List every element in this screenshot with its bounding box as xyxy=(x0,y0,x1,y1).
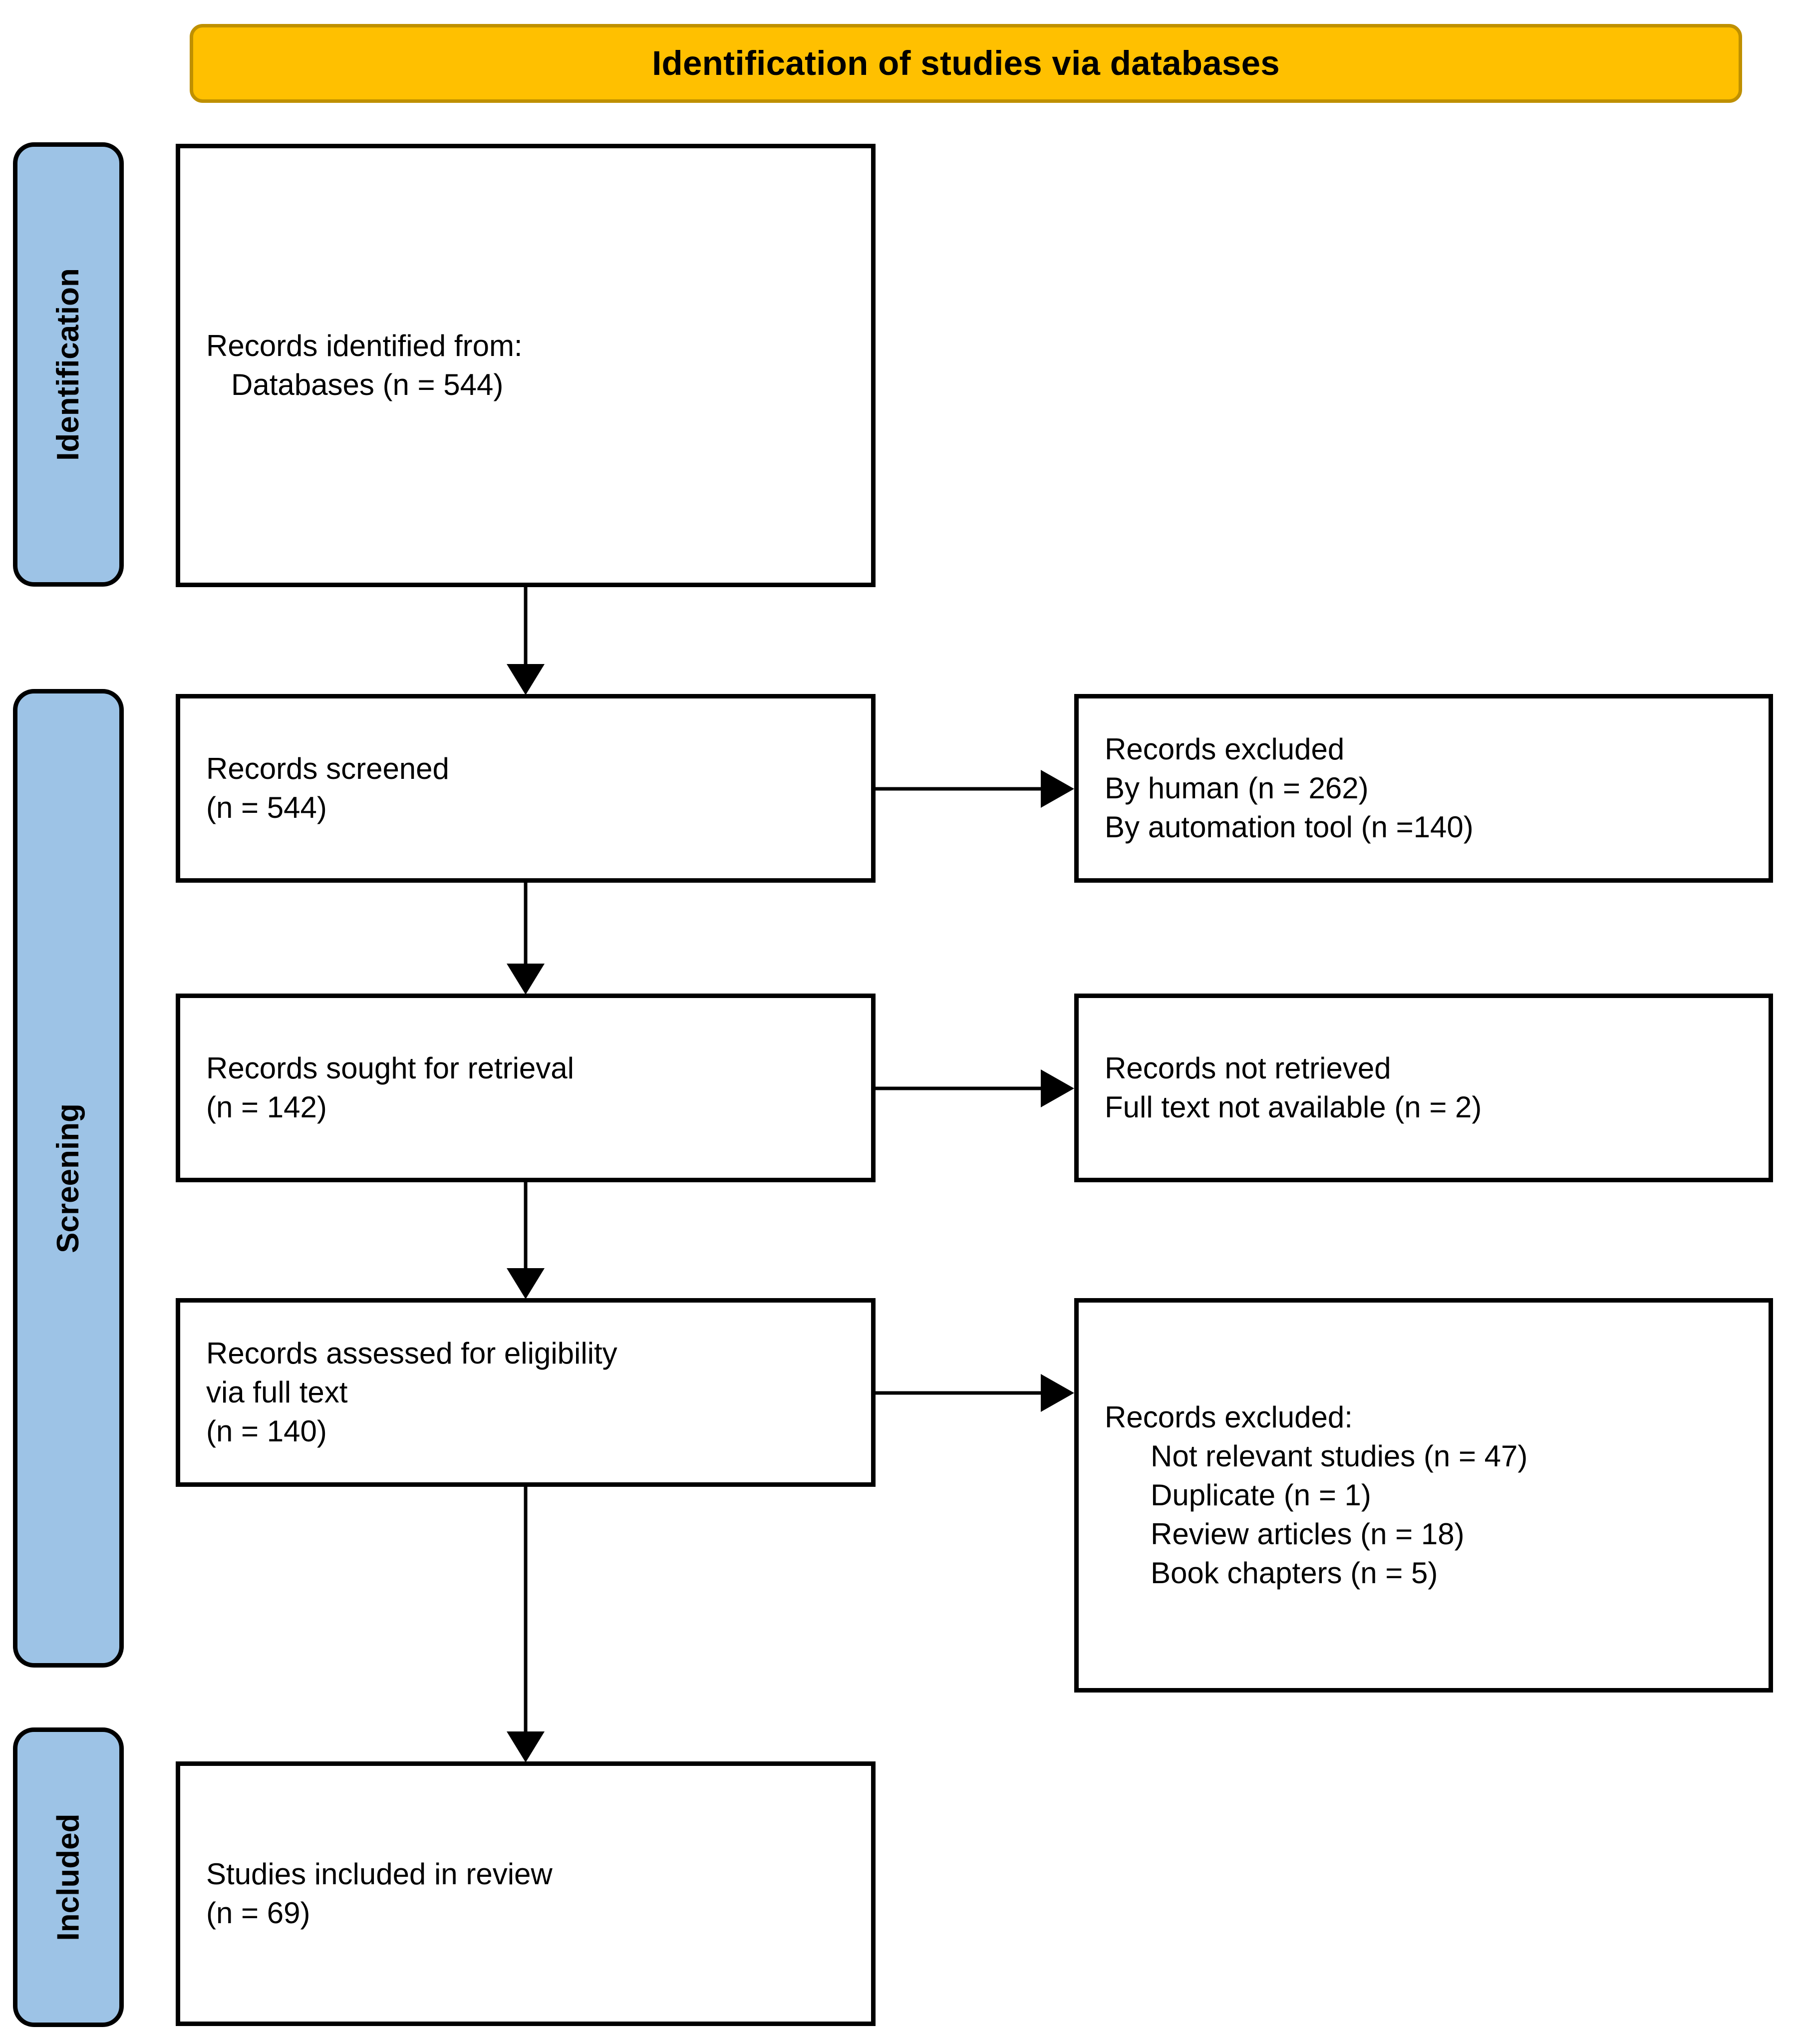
box-records-not-retrieved: Records not retrieved Full text not avai… xyxy=(1074,994,1773,1182)
box-records-identified: Records identified from: Databases (n = … xyxy=(176,144,876,587)
box-studies-included-line-1: Studies included in review xyxy=(206,1857,553,1891)
box-records-screened-line-2: (n = 544) xyxy=(206,791,327,824)
header-banner-title: Identification of studies via databases xyxy=(652,44,1280,83)
stage-label-identification: Identification xyxy=(13,142,124,587)
box-studies-included-in-review: Studies included in review (n = 69) xyxy=(176,1761,876,2026)
box-records-excluded-screening-line-1: Records excluded xyxy=(1105,732,1345,766)
box-records-screened: Records screened (n = 544) xyxy=(176,694,876,883)
connector-assessed-to-included xyxy=(507,1487,545,1762)
box-records-excluded-full-line-2: Not relevant studies (n = 47) xyxy=(1151,1439,1528,1473)
box-records-excluded-full-line-5: Book chapters (n = 5) xyxy=(1151,1556,1438,1590)
stage-label-screening: Screening xyxy=(13,689,124,1668)
box-records-not-retrieved-line-2: Full text not available (n = 2) xyxy=(1105,1090,1482,1124)
box-studies-included-line-2: (n = 69) xyxy=(206,1896,310,1930)
connector-sought-to-assessed xyxy=(507,1182,545,1299)
box-records-excluded-full-line-4: Review articles (n = 18) xyxy=(1151,1517,1465,1551)
box-records-identified-line-2: Databases (n = 544) xyxy=(206,368,504,401)
connector-screened-to-excluded xyxy=(876,770,1074,808)
box-records-identified-line-1: Records identified from: xyxy=(206,329,523,362)
box-records-excluded-full-text: Records excluded: Not relevant studies (… xyxy=(1074,1298,1773,1693)
box-records-assessed-for-eligibility: Records assessed for eligibility via ful… xyxy=(176,1298,876,1487)
box-records-screened-line-1: Records screened xyxy=(206,752,449,785)
header-banner: Identification of studies via databases xyxy=(190,24,1742,103)
box-records-excluded-screening: Records excluded By human (n = 262) By a… xyxy=(1074,694,1773,883)
box-records-excluded-full-line-3: Duplicate (n = 1) xyxy=(1151,1478,1371,1512)
stage-label-included: Included xyxy=(13,1727,124,2027)
connector-sought-to-not-retrieved xyxy=(876,1069,1074,1107)
box-records-assessed-line-3: (n = 140) xyxy=(206,1414,327,1448)
box-records-excluded-screening-line-3: By automation tool (n =140) xyxy=(1105,810,1474,844)
connector-screened-to-sought xyxy=(507,883,545,995)
connector-identified-to-screened xyxy=(507,587,545,695)
box-records-sought-line-2: (n = 142) xyxy=(206,1090,327,1124)
box-records-sought-for-retrieval: Records sought for retrieval (n = 142) xyxy=(176,994,876,1182)
box-records-sought-line-1: Records sought for retrieval xyxy=(206,1051,574,1085)
box-records-excluded-screening-line-2: By human (n = 262) xyxy=(1105,771,1369,805)
box-records-excluded-full-line-1: Records excluded: xyxy=(1105,1400,1353,1434)
box-records-assessed-line-2: via full text xyxy=(206,1375,348,1409)
box-records-assessed-line-1: Records assessed for eligibility xyxy=(206,1337,617,1370)
connector-assessed-to-excluded-full xyxy=(876,1374,1074,1412)
box-records-not-retrieved-line-1: Records not retrieved xyxy=(1105,1051,1391,1085)
